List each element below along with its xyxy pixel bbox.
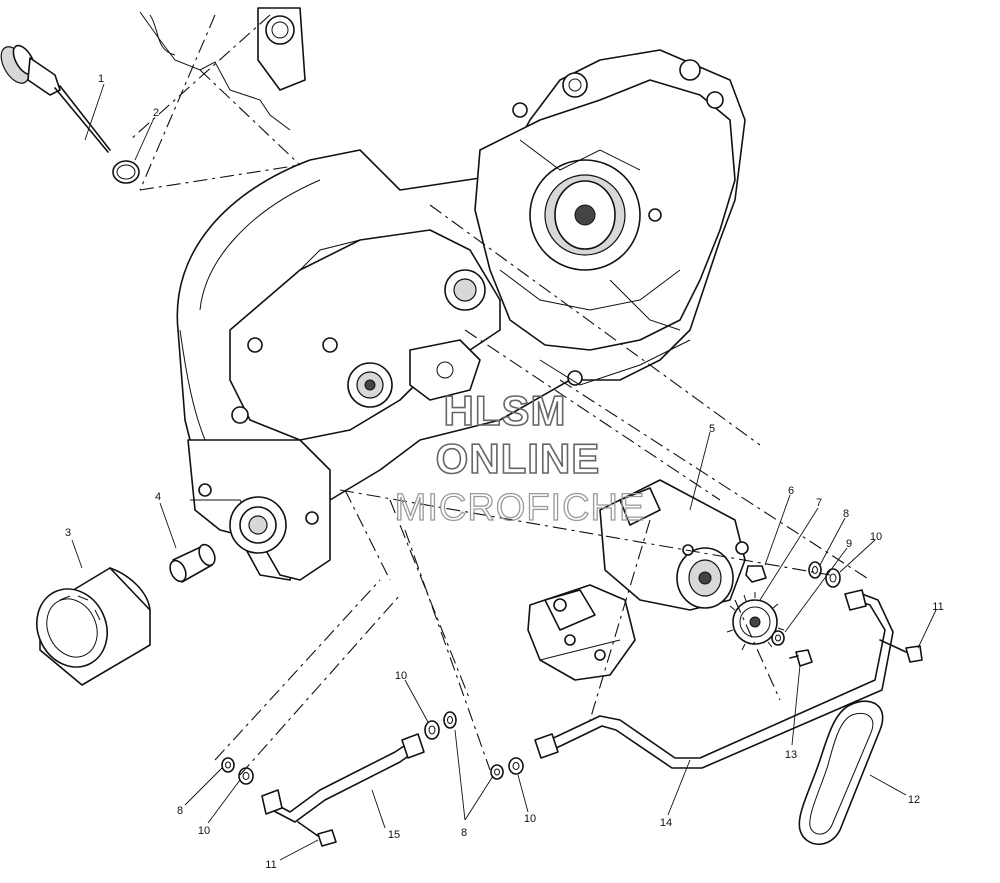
watermark: HLSM ONLINE MICROFICHE: [394, 386, 646, 529]
callouts: 1 2 3 4 5 6 7 8 9 10 11 12 13 14 8 10 11…: [65, 73, 944, 871]
dipstick-inset: [129, 7, 306, 191]
washer-part-8-mid-upper: [443, 711, 457, 729]
washer-part-9: [771, 630, 785, 646]
callout-11-right: 11: [932, 601, 943, 613]
callout-10-upper: 10: [870, 531, 882, 543]
washer-part-10-left: [238, 767, 254, 785]
washer-part-10-mid-upper: [424, 720, 440, 740]
oil-line-part-15: [261, 733, 425, 823]
oil-pump-part-5: [527, 479, 749, 681]
callout-15: 15: [388, 829, 400, 841]
oil-filter-part-3: [36, 567, 151, 686]
fitting-part-4: [169, 543, 216, 583]
callout-4: 4: [155, 491, 161, 503]
callout-10-mid-lower: 10: [524, 813, 536, 825]
washer-part-10-upper: [825, 568, 841, 588]
callout-6: 6: [788, 485, 794, 497]
dipstick-part-1: [0, 44, 111, 153]
washer-part-10-mid-lower: [508, 757, 524, 775]
callout-9: 9: [846, 538, 852, 550]
assembly-lines: [214, 204, 871, 776]
bolt-part-6: [745, 565, 767, 583]
callout-8-left: 8: [177, 805, 183, 817]
callout-8-mid: 8: [461, 827, 467, 839]
callout-11-lower: 11: [265, 859, 276, 871]
watermark-line-1: HLSM: [444, 387, 567, 434]
callout-8-upper: 8: [843, 508, 849, 520]
watermark-line-2: ONLINE: [436, 435, 601, 482]
callout-2: 2: [153, 107, 159, 119]
callout-10-left: 10: [198, 825, 210, 837]
callout-10-mid-upper: 10: [395, 670, 407, 682]
leader-lines: [71, 83, 937, 861]
callout-13: 13: [785, 749, 797, 761]
o-ring-part-2: [112, 160, 140, 184]
oil-line-part-14: [534, 589, 894, 769]
crankcase: [176, 49, 746, 581]
washer-part-8-left: [221, 757, 235, 773]
callout-1: 1: [98, 73, 104, 85]
bolt-part-13: [789, 649, 813, 667]
callout-7: 7: [816, 497, 822, 509]
belt-part-12: [798, 700, 884, 845]
washer-part-8-mid-lower: [490, 764, 504, 780]
callout-14: 14: [660, 817, 672, 829]
callout-3: 3: [65, 527, 71, 539]
callout-5: 5: [709, 423, 715, 435]
callout-12: 12: [908, 794, 920, 806]
bolt-part-11-right: [879, 639, 923, 663]
washer-part-8-upper: [808, 561, 822, 579]
watermark-line-3: MICROFICHE: [395, 487, 646, 529]
bolt-part-11-lower: [297, 821, 337, 847]
